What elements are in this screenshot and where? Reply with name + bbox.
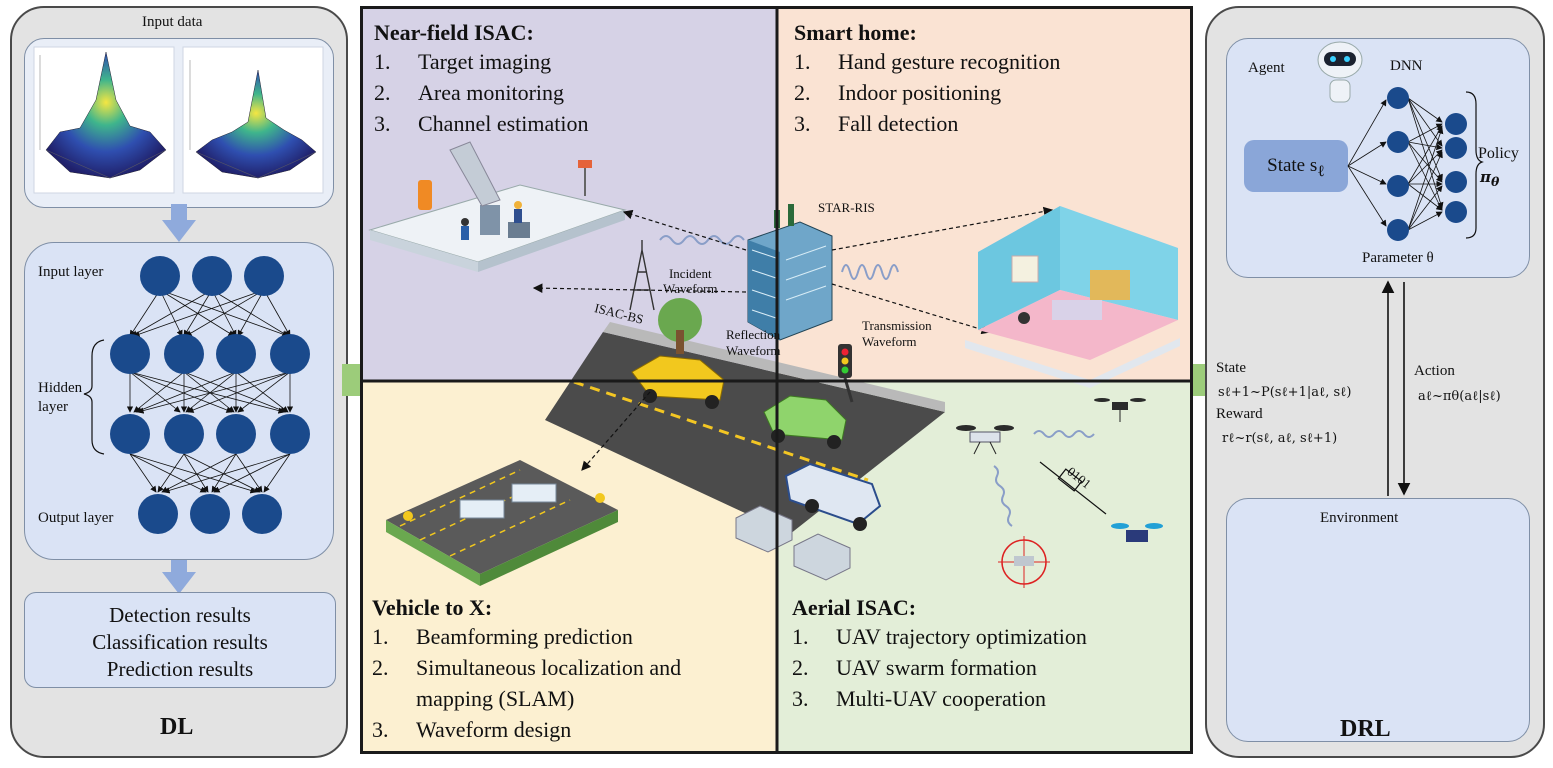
list-item: 2.Indoor positioning <box>794 80 1002 105</box>
list-item: 3.Channel estimation <box>374 111 589 136</box>
environment-label: Environment <box>1320 510 1399 526</box>
hidden-layer-label-1: Hidden <box>38 380 83 396</box>
list-item: 1.Beamforming prediction <box>372 624 633 649</box>
policy-symbol: πθ <box>1480 168 1500 189</box>
input-data-title: Input data <box>142 14 203 30</box>
aerial-block: Aerial ISAC: 1.UAV trajectory optimizati… <box>792 595 1087 714</box>
drl-label: DRL <box>1340 716 1391 742</box>
list-item: 1.Hand gesture recognition <box>794 49 1061 74</box>
list-item: 2.UAV swarm formation <box>792 655 1037 680</box>
aerial-title: Aerial ISAC: <box>792 595 917 620</box>
list-item: 1.Target imaging <box>374 49 552 74</box>
smart-home-room <box>965 206 1180 388</box>
list-item: 3.Fall detection <box>794 111 959 136</box>
list-item: mapping (SLAM) <box>416 686 575 711</box>
uav-wave-2 <box>993 465 1013 527</box>
smart-home-title: Smart home: <box>794 20 917 45</box>
bit-symbol <box>1039 461 1107 515</box>
surface-plot-2 <box>182 46 324 194</box>
yellow-car <box>631 355 725 409</box>
dl-label: DL <box>160 714 194 740</box>
state-formula: sℓ+1~P(sℓ+1|aℓ, sℓ) <box>1218 385 1352 400</box>
transmission-wave <box>841 264 899 280</box>
reward-label: Reward <box>1216 406 1263 422</box>
list-item: 2.Area monitoring <box>374 80 565 105</box>
dnn-label: DNN <box>1390 58 1423 74</box>
parameter-label: Parameter θ <box>1362 250 1434 266</box>
classification-results: Classification results <box>92 630 268 654</box>
detection-results: Detection results <box>109 603 251 627</box>
nn-node <box>140 256 180 296</box>
uav-wave-1 <box>1033 430 1095 438</box>
reward-formula: rℓ~r(sℓ, aℓ, sℓ+1) <box>1222 431 1338 446</box>
uav-drones <box>956 398 1163 588</box>
transmission-label: Transmission Waveform <box>862 318 932 349</box>
incident-wave <box>659 235 745 245</box>
list-item: 1.UAV trajectory optimization <box>792 624 1087 649</box>
robot-icon <box>1317 41 1363 103</box>
green-car <box>763 395 847 449</box>
input-layer-label: Input layer <box>38 264 104 280</box>
airport-scene <box>368 141 627 272</box>
v2x-title: Vehicle to X: <box>372 595 493 620</box>
hidden-layer-label-2: layer <box>38 399 68 415</box>
tree <box>658 298 702 354</box>
output-layer-label: Output layer <box>38 510 114 526</box>
bus <box>784 462 882 531</box>
policy-label: Policy <box>1478 145 1519 162</box>
environment-box <box>1226 498 1530 742</box>
list-item: 3.Multi-UAV cooperation <box>792 686 1046 711</box>
list-item: 3.Waveform design <box>372 717 572 742</box>
star-ris-label: STAR-RIS <box>818 200 875 215</box>
v2x-block: Vehicle to X: 1.Beamforming prediction 2… <box>372 595 681 745</box>
near-field-block: Near-field ISAC: 1.Target imaging 2.Area… <box>374 20 588 139</box>
state-box: State sℓ <box>1244 140 1348 192</box>
dl-results-box: Detection results Classification results… <box>24 592 336 688</box>
state-label: State <box>1216 360 1246 376</box>
down-arrow-1 <box>162 204 196 242</box>
near-field-title: Near-field ISAC: <box>374 20 534 45</box>
down-arrow-2 <box>162 556 196 594</box>
list-item: 2.Simultaneous localization and <box>372 655 682 680</box>
traffic-light <box>838 344 854 403</box>
agent-label: Agent <box>1248 60 1285 76</box>
prediction-results: Prediction results <box>106 657 254 681</box>
surface-plot-1 <box>33 46 175 194</box>
v2x-city-block <box>386 460 618 586</box>
smart-home-block: Smart home: 1.Hand gesture recognition 2… <box>794 20 1060 139</box>
action-label: Action <box>1414 363 1455 379</box>
action-formula: aℓ~πθ(aℓ|sℓ) <box>1418 389 1501 404</box>
star-ris-building <box>747 204 833 341</box>
reflection-label: Reflection Waveform <box>726 327 781 358</box>
incident-label: Incident Waveform <box>663 266 718 296</box>
